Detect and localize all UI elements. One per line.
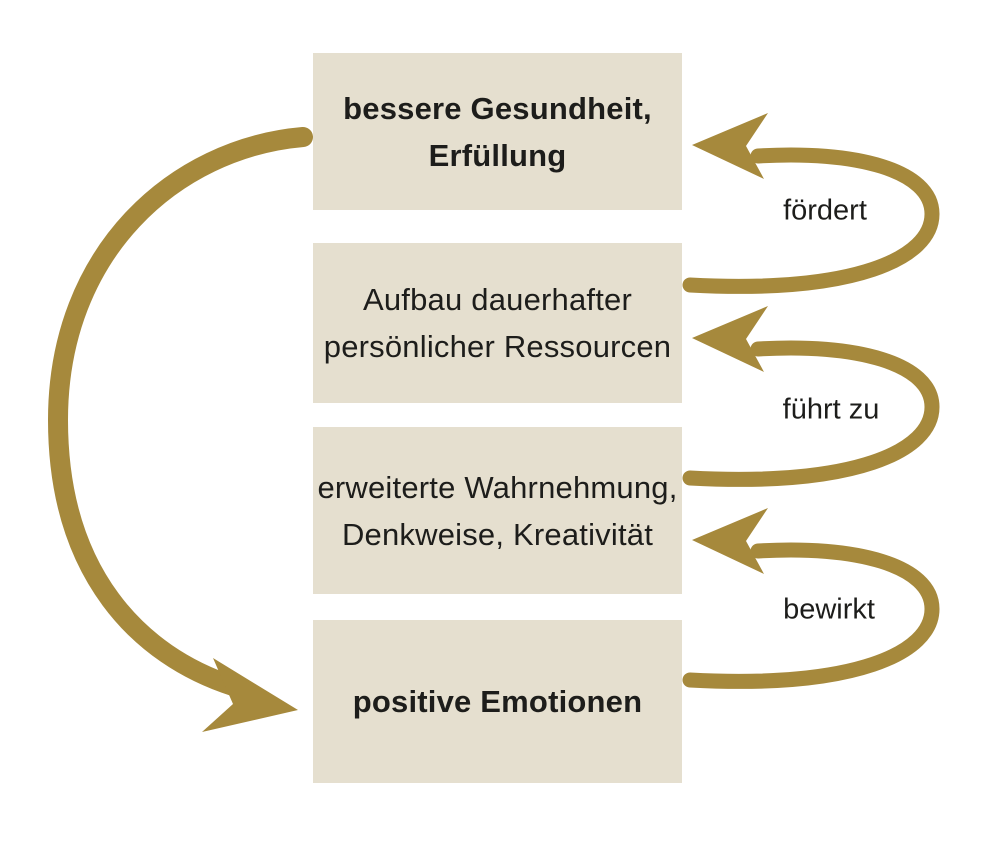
box-text-line: erweiterte Wahrnehmung, [317,469,678,505]
box-text-line: Aufbau dauerhafter [362,282,633,317]
arrow-label-bewirkt: bewirkt [783,593,875,626]
box-text-line: Denkweise, Kreativität [341,516,654,552]
arrow-label-foerdert: fördert [783,194,867,227]
box-text-line: bessere Gesundheit, [343,90,652,126]
box-text-line: positive Emotionen [352,684,643,719]
arrow-label-fuehrt-zu: führt zu [782,393,880,426]
box-text-line: Erfüllung [428,137,567,173]
box-text-line: persönlicher Ressourcen [323,329,672,364]
box-bessere-gesundheit: bessere Gesundheit, Erfüllung [313,53,682,210]
box-erweiterte-wahrnehmung: erweiterte Wahrnehmung, Denkweise, Kreat… [313,427,682,594]
box-positive-emotionen: positive Emotionen [313,620,682,783]
left-feedback-arrow [47,127,313,732]
box-aufbau-ressourcen: Aufbau dauerhafter persönlicher Ressourc… [313,243,682,403]
feedback-arrowhead-icon [202,658,298,732]
feedback-arrow-shaft [47,127,313,696]
